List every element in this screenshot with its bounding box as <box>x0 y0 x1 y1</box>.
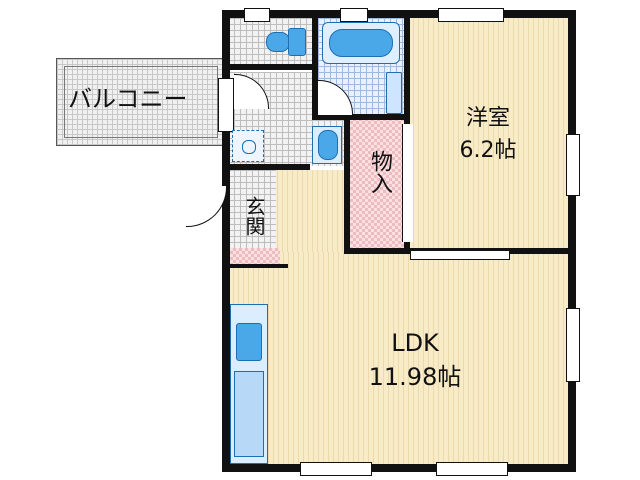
washing-machine-icon <box>232 130 264 162</box>
balcony-door <box>218 78 234 132</box>
wall-left <box>222 10 230 472</box>
storage-door <box>402 124 413 242</box>
ldk-name: LDK <box>391 329 439 357</box>
window-right-ldk <box>566 308 580 382</box>
bathtub-icon <box>322 22 400 64</box>
wall-wash-bottom <box>228 164 310 170</box>
ldk-floor <box>228 252 568 464</box>
western-room-size: 6.2帖 <box>459 138 517 163</box>
window-top-toilet <box>244 8 270 22</box>
balcony-label: バルコニー <box>68 85 188 113</box>
wall-bath-left <box>312 18 318 118</box>
wall-bottom <box>222 464 574 472</box>
ldk-size: 11.98帖 <box>368 363 462 391</box>
wall-top <box>222 10 574 18</box>
washbasin-icon <box>312 126 342 164</box>
wall-bath-bottom <box>312 114 406 120</box>
western-room-floor <box>408 18 568 254</box>
entrance-label: 玄関 <box>242 196 266 236</box>
wall-toilet-bottom <box>228 64 312 70</box>
wall-storage-left <box>344 114 350 254</box>
window-right-room <box>566 134 580 196</box>
storage-label: 物入 <box>367 150 392 194</box>
western-room-name: 洋室 <box>465 106 510 131</box>
balcony-area <box>56 58 226 146</box>
toilet-icon <box>266 28 306 56</box>
hall-floor <box>262 170 346 252</box>
window-top-bath <box>340 8 368 22</box>
balcony-inner <box>64 66 218 138</box>
wall-entrance-bottom <box>228 264 288 268</box>
shower-icon <box>386 72 402 114</box>
kitchen-sink-icon <box>230 304 268 464</box>
window-top-right <box>438 8 504 22</box>
door-western-room <box>410 250 510 260</box>
wall-right <box>568 10 576 472</box>
entrance-step <box>230 248 280 266</box>
window-bottom-left <box>300 462 372 476</box>
entrance-floor <box>228 170 276 250</box>
window-bottom-right <box>436 462 508 476</box>
storage-floor <box>350 118 406 250</box>
